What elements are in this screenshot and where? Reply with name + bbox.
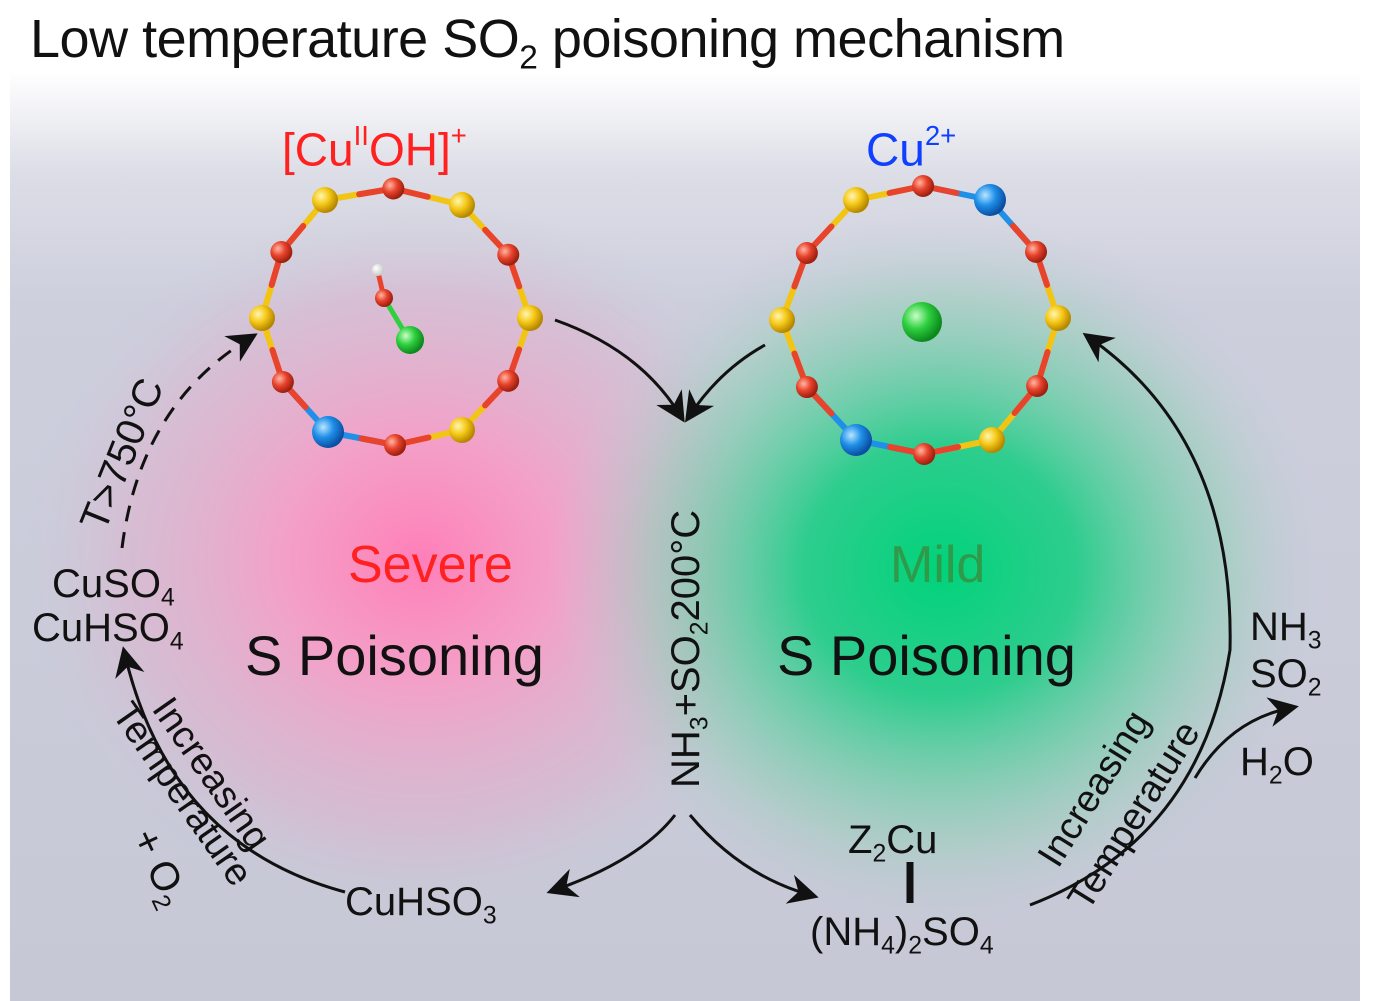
aluminum-atom: [312, 416, 344, 448]
arrow-dashed-regeneration: [120, 333, 258, 549]
oxygen-atom: [497, 243, 520, 266]
oxygen-atom: [384, 434, 407, 456]
reaction-arrows: [115, 318, 1299, 907]
ammonium-sulfate-label: (NH4)2SO4: [810, 910, 994, 960]
cu2-zeolite-ring: [769, 175, 1071, 465]
figure-title: Low temperature SO2 poisoning mechanism: [30, 9, 1065, 77]
severity-mild: Mild: [890, 536, 986, 594]
cuoh-site-label: [CuIIOH]+: [282, 120, 467, 176]
cuoh-zeolite-ring: [249, 177, 543, 456]
silicon-atom: [312, 187, 338, 213]
silicon-atom: [843, 187, 869, 213]
copper-ion-atom: [902, 302, 942, 342]
oxygen-atom: [1026, 375, 1049, 398]
cu2-site-label: Cu2+: [866, 120, 957, 176]
hydrogen-atom: [372, 264, 384, 276]
oxygen-atom: [382, 177, 405, 200]
poisoning-right: S Poisoning: [777, 624, 1076, 687]
oxygen-atom: [795, 376, 818, 399]
h2o-label: H2O: [1240, 740, 1314, 790]
mild-glow: [550, 210, 1330, 930]
cuhso4-label: CuHSO4: [32, 606, 184, 656]
oxygen-atom: [1025, 240, 1048, 263]
copper-atom: [396, 326, 424, 354]
cuhso3-label: CuHSO3: [345, 880, 497, 930]
aluminum-atom: [974, 184, 1006, 216]
oxygen-atom: [497, 369, 520, 392]
oxygen-atom: [913, 442, 936, 465]
silicon-atom: [249, 305, 275, 331]
poisoning-left: S Poisoning: [245, 624, 544, 687]
silicon-atom: [979, 427, 1005, 453]
silicon-atom: [769, 307, 795, 333]
severity-severe: Severe: [348, 536, 513, 594]
z2cu-label: Z2Cu: [848, 818, 938, 868]
arrow-to-cuhso3: [546, 814, 677, 898]
cuso4-label: CuSO4: [52, 562, 175, 612]
oxygen-atom: [795, 241, 818, 264]
oxygen-atom: [271, 371, 294, 394]
hydroxyl-oxygen-atom: [375, 289, 393, 307]
aluminum-atom: [840, 424, 872, 456]
so2-label: SO2: [1250, 652, 1322, 702]
arrow-cuhso3-to-cuhso4: [115, 646, 346, 894]
arrow-to-ammonium-sulfate: [688, 814, 819, 904]
silicon-atom: [1045, 305, 1071, 331]
arrow-regeneration-mild: [1029, 332, 1232, 907]
silicon-atom: [517, 305, 543, 331]
oxygen-atom: [270, 241, 293, 264]
reagent-label: NH3+SO2200°C: [664, 509, 714, 788]
oxygen-atom: [912, 175, 935, 198]
arrow-cu2-to-reagent: [685, 343, 766, 423]
arrow-cuoh-to-reagent: [554, 318, 685, 423]
arrow-release-gases: [1193, 697, 1299, 779]
silicon-atom: [449, 192, 475, 218]
silicon-atom: [449, 417, 475, 443]
nh3-label: NH3: [1250, 605, 1322, 655]
